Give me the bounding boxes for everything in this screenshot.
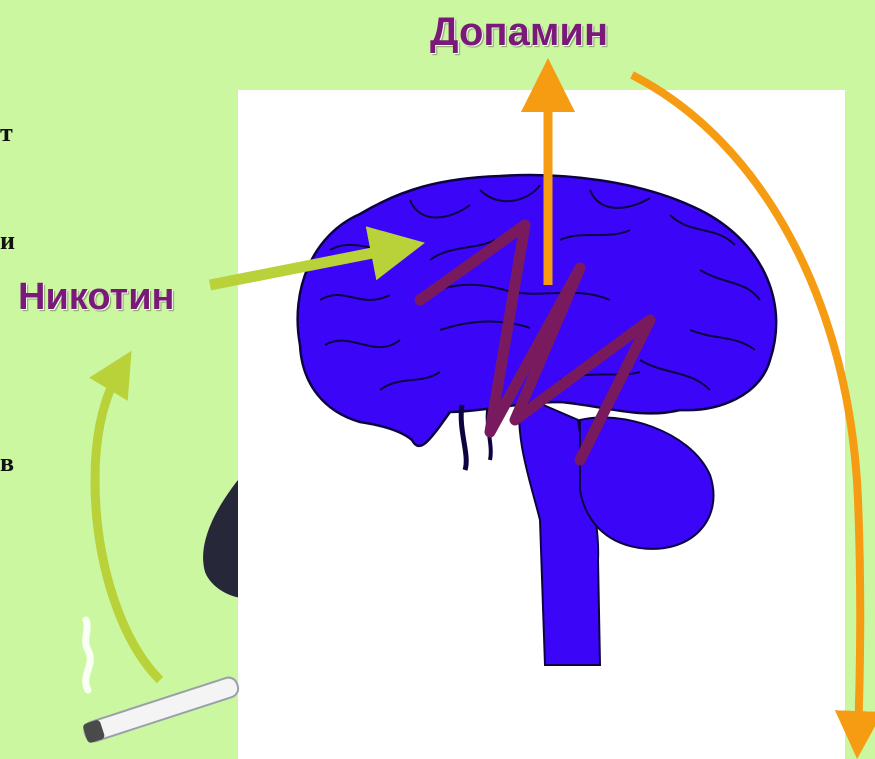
cropped-text-fragment: т [0,118,13,148]
smoke-icon [86,620,91,690]
nicotine-label: Никотин [18,276,175,319]
cropped-text-fragment: в [0,448,14,478]
dopamine-label: Допамин [430,10,608,55]
cropped-text-fragment: и [0,226,15,256]
cigarette-icon [82,675,240,743]
nicotine-curved-arrow [95,370,160,680]
